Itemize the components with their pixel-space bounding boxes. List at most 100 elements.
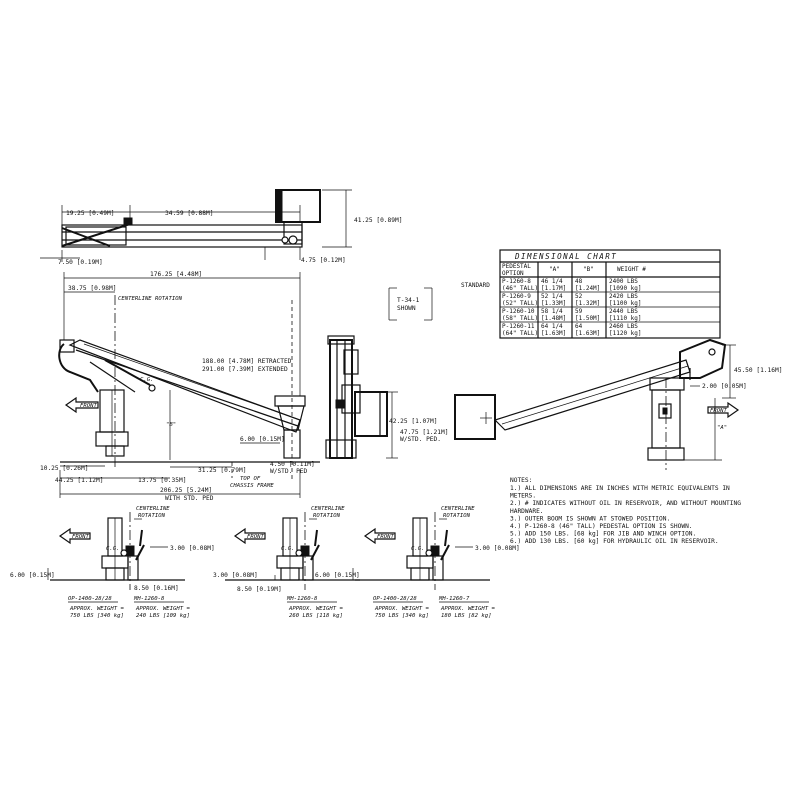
option-dim: 8.50 [0.16M] bbox=[134, 585, 179, 592]
chart-data-cell: [1.63M] bbox=[575, 330, 600, 337]
option-front-arrow bbox=[363, 527, 396, 545]
chart-data-cell: 2460 LBS bbox=[609, 323, 638, 330]
side-view-dim-176-25: 176.25 [4.48M] bbox=[150, 271, 202, 278]
option-front-arrow bbox=[58, 527, 91, 545]
top-view-pivot-circle bbox=[288, 235, 298, 245]
option-dim: 8.50 [0.19M] bbox=[237, 586, 282, 593]
option-part-code: MH-1260-8 bbox=[286, 596, 318, 602]
note-line: METERS. bbox=[510, 493, 536, 500]
notes-title: NOTES: bbox=[510, 477, 532, 484]
note-line: 4.) P-1260-8 (46" TALL) PEDESTAL OPTION … bbox=[510, 523, 693, 530]
side-view-dim-w-std-ped: W/STD. PED bbox=[270, 468, 308, 475]
chart-data-cell: 48 bbox=[575, 278, 583, 285]
note-line: 2.) # INDICATES WITHOUT OIL IN RESERVOIR… bbox=[510, 500, 741, 507]
rear-view-front-label: FRONT bbox=[710, 408, 727, 414]
chart-data-cell: 59 bbox=[575, 308, 583, 315]
side-view-dim-38-75: 38.75 [0.98M] bbox=[68, 285, 116, 292]
option-part-weight: 260 LBS [118 kg] bbox=[289, 613, 343, 619]
option-front-label: FRONT bbox=[72, 534, 89, 540]
rear-view-front-arrow bbox=[707, 401, 740, 419]
option-part-weight: APPROX. WEIGHT = bbox=[69, 606, 125, 612]
chart-data-cell: [1.50M] bbox=[575, 315, 600, 322]
chart-data-cell: [1.63M] bbox=[541, 330, 566, 337]
side-view-dim-with-std-ped: WITH STD. PED bbox=[165, 495, 214, 502]
side-view-front-arrow bbox=[64, 396, 99, 414]
option-cg-marker bbox=[120, 549, 128, 557]
option-rotation-label: ROTATION bbox=[313, 513, 341, 519]
chart-data-cell: [1.17M] bbox=[541, 285, 566, 292]
chart-header-cell: PEDESTAL bbox=[502, 263, 531, 270]
side-view-cg-marker bbox=[148, 384, 156, 392]
front-view-dim-47-75: 47.75 [1.21M] bbox=[400, 429, 448, 436]
chart-header-cell: WEIGHT # bbox=[617, 266, 646, 273]
top-view-base bbox=[275, 189, 321, 223]
chart-data-cell: 2440 LBS bbox=[609, 308, 638, 315]
rear-view-a-label: "A" bbox=[717, 425, 727, 431]
chart-data-cell: P-1260-11 bbox=[502, 323, 535, 330]
side-view-dim-extended: 291.00 [7.39M] EXTENDED bbox=[202, 366, 288, 373]
chart-data-cell: [1.33M] bbox=[541, 300, 566, 307]
chart-data-cell: 64 bbox=[575, 323, 583, 330]
top-view-dim-41-25: 41.25 [0.89M] bbox=[354, 217, 402, 224]
chart-data-cell: 64 1/4 bbox=[541, 323, 563, 330]
rear-view-dim-45-50: 45.50 [1.16M] bbox=[734, 367, 782, 374]
chart-data-cell: 52 1/4 bbox=[541, 293, 563, 300]
chart-data-cell: P-1260-10 bbox=[502, 308, 535, 315]
notes-lines: 1.) ALL DIMENSIONS ARE IN INCHES WITH ME… bbox=[510, 485, 741, 545]
option-part-weight: APPROX. WEIGHT = bbox=[374, 606, 430, 612]
option-rotation-label: ROTATION bbox=[443, 513, 471, 519]
option-part-weight: APPROX. WEIGHT = bbox=[288, 606, 344, 612]
option-dim: 6.00 [0.15M] bbox=[10, 572, 55, 579]
chart-data-cell: 2420 LBS bbox=[609, 293, 638, 300]
side-view-dim-retracted: 188.00 [4.78M] RETRACTED bbox=[202, 358, 292, 365]
side-view-boom-tip bbox=[58, 343, 99, 393]
side-view-b-label: "B" bbox=[166, 422, 176, 428]
option-part-weight: 240 LBS [109 kg] bbox=[136, 613, 190, 619]
chart-header-cell: OPTION bbox=[502, 270, 524, 277]
rear-view-boom bbox=[493, 359, 691, 431]
chart-data-cell: 46 1/4 bbox=[541, 278, 563, 285]
option-dim: 3.00 [0.08M] bbox=[475, 545, 520, 552]
side-view-cg-label: C.G. bbox=[140, 377, 153, 383]
side-view: FRONT C.G. "B" 176.25 [4.48M] 38.75 [0.9… bbox=[40, 271, 320, 502]
side-view-dim-6-00: 6.00 [0.15M] bbox=[240, 436, 285, 443]
top-view-boom-outline bbox=[61, 224, 303, 248]
side-view-front-label: FRONT bbox=[80, 403, 97, 409]
rear-view-reservoir bbox=[454, 394, 496, 440]
option-dim: 3.00 [0.08M] bbox=[213, 572, 258, 579]
chart-data-cell: P-1260-8 bbox=[502, 278, 531, 285]
dimensional-chart-title: DIMENSIONAL CHART bbox=[514, 252, 617, 261]
chart-data-cell: (64" TALL) bbox=[502, 330, 538, 337]
chart-data-cell: (46" TALL) bbox=[502, 285, 538, 292]
chart-data-cell: [1110 kg] bbox=[609, 315, 642, 322]
option-front-label: FRONT bbox=[377, 534, 394, 540]
chart-data-cell: [1.48M] bbox=[541, 315, 566, 322]
option-part-code: OP-1400-28/28 bbox=[68, 596, 112, 602]
front-view: 42.25 [1.07M] 47.75 [1.21M] W/STD. PED. bbox=[325, 335, 448, 459]
option-part-weight: APPROX. WEIGHT = bbox=[135, 606, 191, 612]
chart-header-cell: "A" bbox=[549, 266, 560, 273]
dimensional-chart-standard-label: STANDARD bbox=[461, 282, 490, 289]
front-view-reservoir bbox=[354, 391, 388, 437]
dimensional-chart: DIMENSIONAL CHART STANDARD PEDESTALOPTIO… bbox=[461, 249, 721, 339]
rear-view: FRONT 45.50 [1.16M] 2.00 [0.05M] "A" bbox=[454, 338, 782, 470]
inset-label-line-1: T-34-1 bbox=[397, 297, 420, 304]
inset-label-line-2: SHOWN bbox=[397, 305, 416, 312]
top-view: 19.25 [0.49M] 34.59 [0.88M] 41.25 [0.89M… bbox=[40, 189, 402, 266]
chart-data-cell: (52" TALL) bbox=[502, 300, 538, 307]
option-part-weight: 180 LBS [82 kg] bbox=[441, 613, 492, 619]
rear-view-dim-2-00: 2.00 [0.05M] bbox=[702, 383, 747, 390]
side-view-dim-206-25: 206.25 [5.24M] bbox=[160, 487, 212, 494]
chart-data-cell: 58 1/4 bbox=[541, 308, 563, 315]
top-view-dim-7-50: 7.50 [0.19M] bbox=[58, 259, 103, 266]
option-centerline-label: CENTERLINE bbox=[311, 506, 345, 512]
option-cg-marker bbox=[295, 549, 303, 557]
side-view-dim-13-75: 13.75 [0.35M] bbox=[138, 477, 186, 484]
option-part-weight: 750 LBS [340 kg] bbox=[375, 613, 429, 619]
option-part-code: MH-1260-7 bbox=[438, 596, 470, 602]
